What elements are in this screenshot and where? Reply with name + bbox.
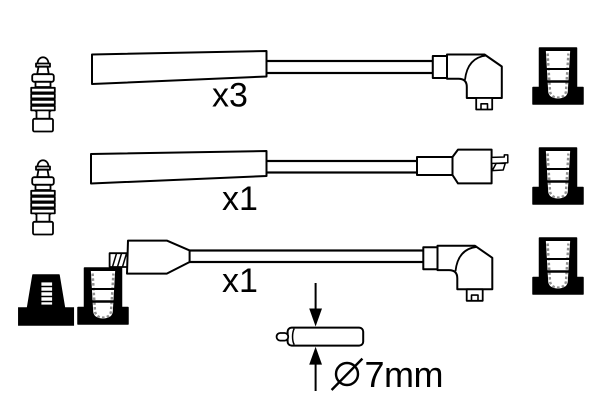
boot-cross-section-icon <box>531 146 585 206</box>
elbow-connector <box>431 53 503 111</box>
boot-cross-section-icon <box>531 46 585 106</box>
cable-sleeve <box>91 50 268 85</box>
diameter-icon <box>330 357 364 391</box>
spark-plug-icon <box>30 56 56 133</box>
straight-connector <box>416 148 509 185</box>
cable-sleeve <box>90 150 268 185</box>
threaded-stud-connector <box>108 239 191 275</box>
spark-plug-icon <box>30 159 56 236</box>
row-3: x1 <box>108 236 585 302</box>
elbow-connector <box>422 244 494 302</box>
diameter-dimension: 7mm <box>275 283 444 395</box>
ribbed-plug-cross-section-icon <box>18 274 75 326</box>
cable-wire <box>263 59 435 75</box>
quantity-label: x1 <box>222 180 258 218</box>
dimension-value: 7mm <box>365 354 444 395</box>
boot-cross-section-icon <box>76 266 130 326</box>
arrow-down-head <box>309 308 322 327</box>
cable-wire <box>263 159 420 174</box>
conductor-core <box>275 332 290 342</box>
cable-wire <box>186 249 426 264</box>
row-1: x3 <box>30 46 585 133</box>
cable-cross-section <box>286 326 365 347</box>
quantity-label: x3 <box>212 77 248 115</box>
boot-cross-section-icon <box>531 236 585 296</box>
arrow-up-head <box>309 346 322 365</box>
quantity-label: x1 <box>222 262 258 300</box>
terminal-tab <box>490 154 509 165</box>
row-2: x1 <box>30 146 585 236</box>
